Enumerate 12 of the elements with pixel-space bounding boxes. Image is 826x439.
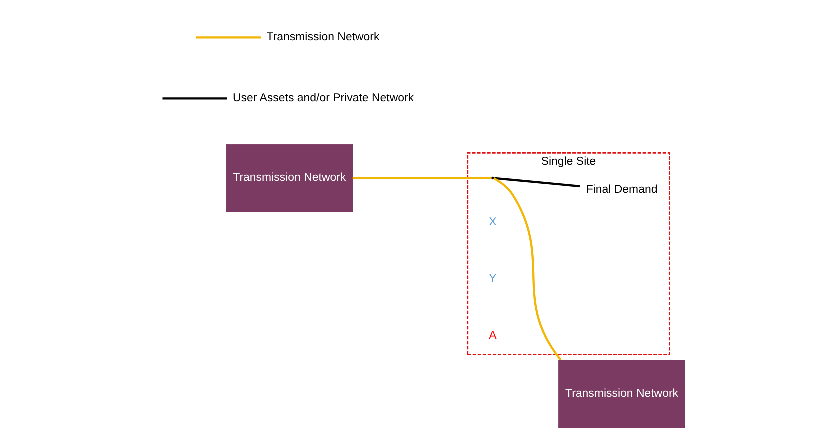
- node-box: Transmission Network: [558, 360, 686, 428]
- node-box: Transmission Network: [226, 144, 354, 212]
- label: A: [489, 330, 497, 342]
- connector: [493, 178, 562, 361]
- connector: [494, 177, 580, 188]
- node-point: [492, 176, 494, 180]
- label: X: [489, 216, 497, 228]
- node-text: Final Demand: [586, 184, 658, 196]
- label: Y: [489, 273, 497, 286]
- connector: [352, 177, 492, 180]
- legend-label: User Assets and/or Private Network: [233, 92, 414, 104]
- legend-label: Transmission Network: [266, 31, 380, 44]
